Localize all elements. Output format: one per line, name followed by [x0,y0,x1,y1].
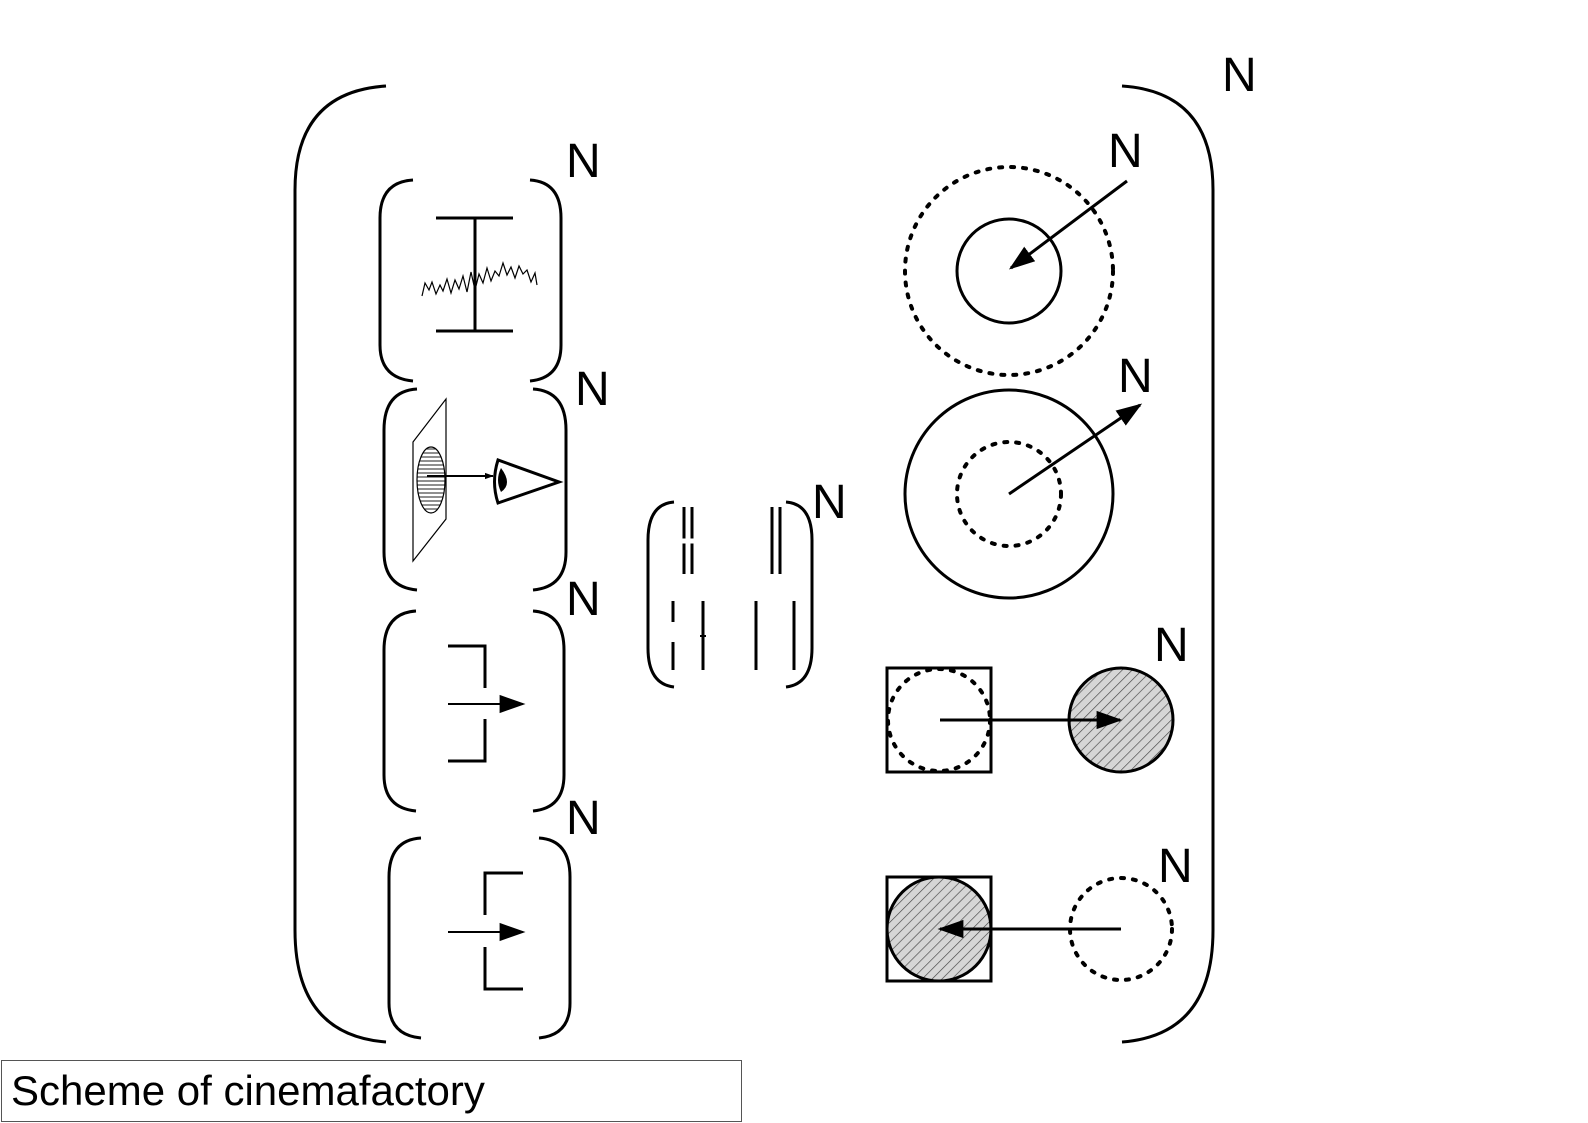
n-label-object-enter: N [1158,840,1193,893]
film-strip-block [646,500,814,689]
reverse-gate-arrow-block [387,836,572,1040]
zoom-out-circles [903,388,1143,600]
gate-arrow-block [382,609,566,813]
n-label-object-exit: N [1154,619,1189,672]
eye-icon [493,458,564,505]
zoom-in-circles [903,165,1128,377]
object-enter-frame [885,875,1174,983]
object-exit-frame [885,666,1175,774]
projection-eye-block [382,387,568,592]
n-label-noise-block: N [566,135,601,188]
outer-left-bracket [293,84,387,1044]
n-label-outer: N [1222,49,1257,102]
n-label-zoom-in: N [1108,125,1143,178]
n-label-reverse-gate-block: N [566,792,601,845]
caption-text: Scheme of cinemafactory [11,1067,485,1114]
outer-right-bracket [1121,84,1215,1044]
noise-film-block [378,178,563,383]
n-label-projection-block: N [575,363,610,416]
n-label-film-strip: N [812,476,847,529]
noise-signal-line [421,261,538,297]
n-label-zoom-out: N [1118,350,1153,403]
n-label-gate-block: N [566,573,601,626]
diagram-caption: Scheme of cinemafactory [1,1060,742,1122]
